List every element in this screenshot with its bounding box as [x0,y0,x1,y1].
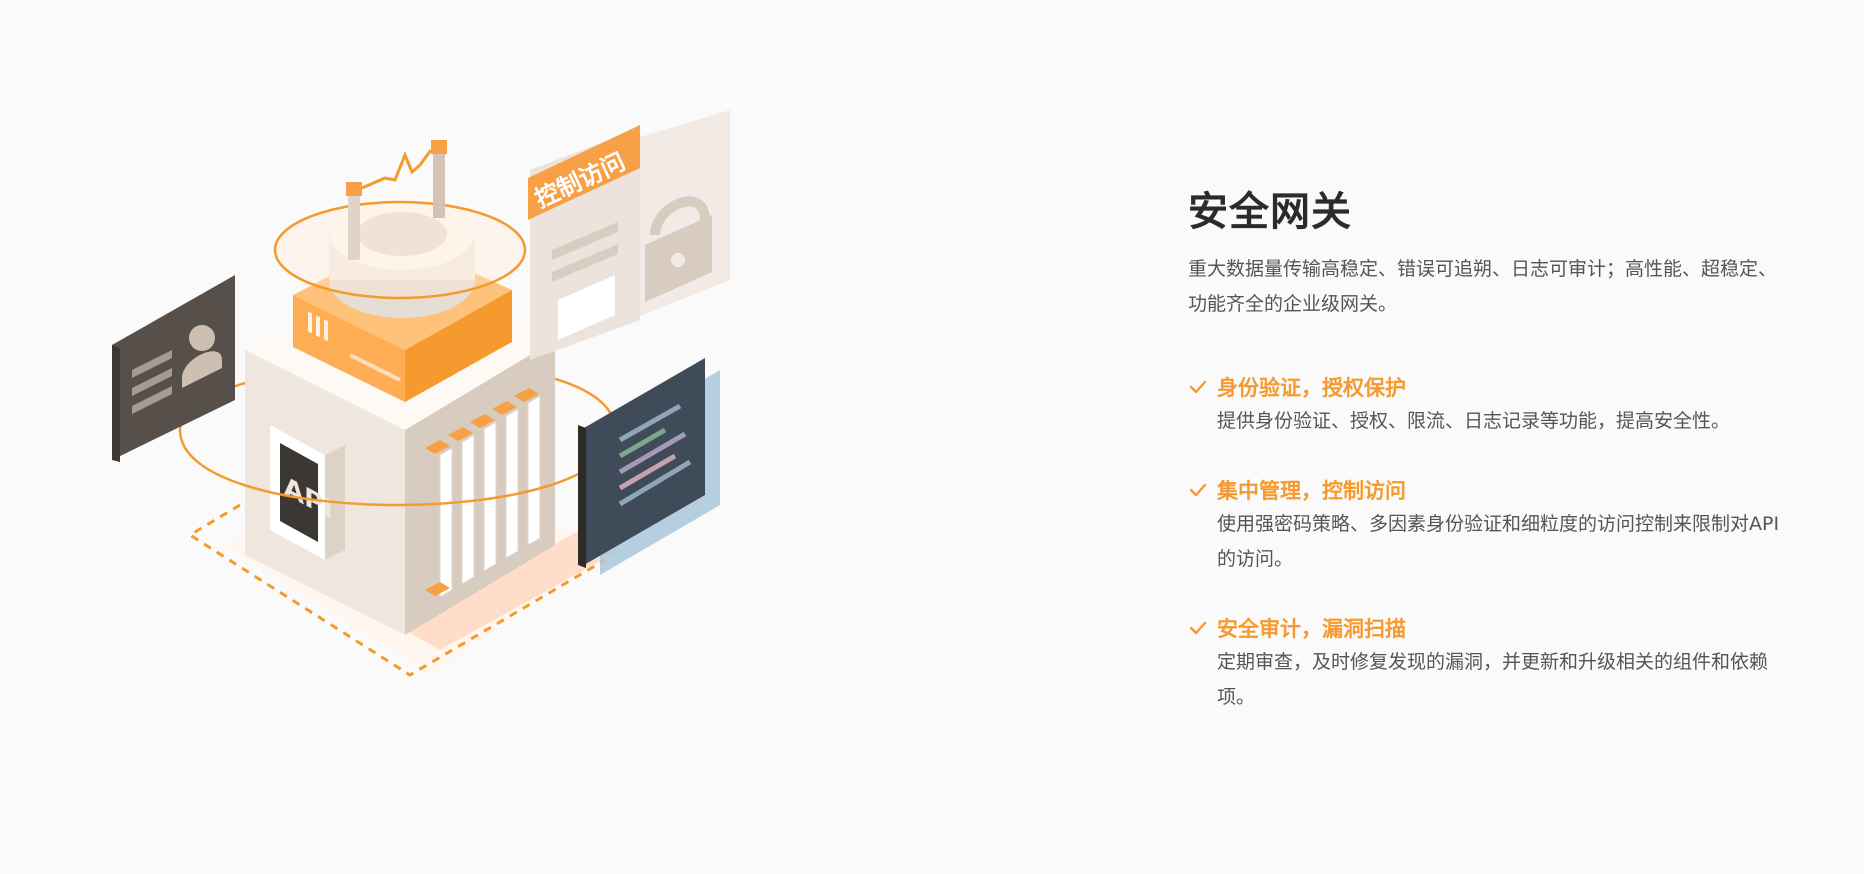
check-icon [1189,483,1207,497]
feature-item-access-control: 集中管理，控制访问 使用强密码策略、多因素身份验证和细粒度的访问控制来限制对AP… [1188,473,1788,577]
security-gateway-illustration: API [100,110,900,830]
section-description: 重大数据量传输高稳定、错误可追朔、日志可审计；高性能、超稳定、功能齐全的企业级网… [1188,258,1778,315]
feature-item-identity: 身份验证，授权保护 提供身份验证、授权、限流、日志记录等功能，提高安全性。 [1188,370,1788,439]
user-icon [189,325,215,351]
feature-description: 使用强密码策略、多因素身份验证和细粒度的访问控制来限制对API的访问。 [1217,513,1780,570]
cooling-fins [439,395,541,598]
feature-title: 身份验证，授权保护 [1217,376,1406,400]
feature-section: 安全网关 重大数据量传输高稳定、错误可追朔、日志可审计；高性能、超稳定、功能齐全… [1188,186,1788,749]
check-icon [1189,380,1207,394]
section-title: 安全网关 [1188,189,1352,235]
fin-caps [425,388,539,596]
control-access-board: 控制访问 [528,110,730,360]
feature-description: 提供身份验证、授权、限流、日志记录等功能，提高安全性。 [1217,410,1731,432]
feature-item-audit: 安全审计，漏洞扫描 定期审查，及时修复发现的漏洞，并更新和升级相关的组件和依赖项… [1188,611,1788,715]
feature-title: 安全审计，漏洞扫描 [1217,617,1406,641]
antenna-graph [346,140,447,260]
feature-title: 集中管理，控制访问 [1217,479,1406,503]
glow-ring [273,200,527,300]
code-panel [578,358,720,575]
lock-icon [645,196,712,302]
cube-shadow [405,530,620,650]
id-card-panel [112,275,235,462]
check-icon [1189,621,1207,635]
feature-description: 定期审查，及时修复发现的漏洞，并更新和升级相关的组件和依赖项。 [1217,651,1769,708]
